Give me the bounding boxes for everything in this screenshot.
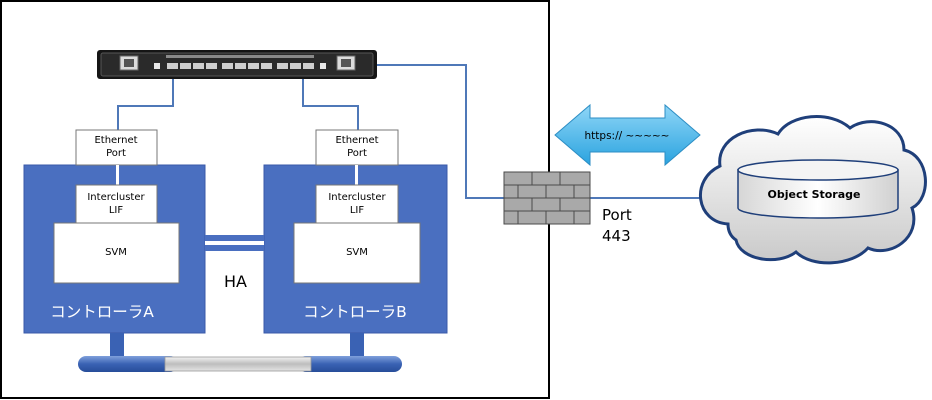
network-switch-icon: [97, 50, 377, 79]
port-label-line-2: 443: [602, 227, 631, 245]
controller-b-svm-label: SVM: [346, 247, 368, 258]
controller-a-name: コントローラA: [50, 303, 154, 321]
controller-b-name: コントローラB: [303, 303, 407, 321]
controller-b-port-connector: [355, 165, 358, 185]
ha-label: HA: [224, 272, 247, 291]
connection-lines: [117, 64, 738, 199]
controller-a-ethernet-port-label-line-2: Port: [106, 148, 126, 159]
controller-b-ethernet-port: [315, 129, 399, 166]
controller-a-svm-label: SVM: [105, 247, 127, 258]
controller-a-ethernet-port: [75, 129, 158, 166]
controller-a-svm: [53, 222, 180, 284]
controller-a-intercluster-lif-label-line-2: LIF: [109, 205, 124, 216]
https-label: https:// ~~~~~: [585, 130, 670, 142]
switch-ports: [166, 55, 314, 69]
firewall-icon: [503, 171, 591, 225]
ha-interconnect: [205, 235, 264, 251]
switch-to-port-a-line: [117, 78, 174, 130]
controller-a-ethernet-port-label: Ethernet: [94, 135, 137, 146]
controller-a-intercluster-lif: [75, 184, 158, 224]
port-label: Port 443: [602, 206, 637, 245]
controller-b-ethernet-port-label-line-2: Port: [347, 148, 367, 159]
controller-b-svm: [293, 222, 421, 284]
switch-to-port-b-line: [302, 78, 359, 130]
double-arrow-icon: [554, 103, 701, 167]
port-label-line-1: Port: [602, 206, 632, 224]
controller-b-intercluster-lif-label: Intercluster: [328, 192, 386, 203]
controller-b-intercluster-lif-label-line-2: LIF: [350, 205, 365, 216]
controller-b-ethernet-port-label: Ethernet: [335, 135, 378, 146]
switch-to-firewall-line: [376, 64, 504, 199]
bottom-interconnect-pipe: [78, 333, 402, 372]
controller-a-port-connector: [116, 165, 119, 185]
controller-a-intercluster-lif-label: Intercluster: [87, 192, 145, 203]
object-storage-icon: [737, 159, 899, 219]
object-storage-label: Object Storage: [768, 188, 861, 201]
controller-b-intercluster-lif: [315, 184, 399, 224]
